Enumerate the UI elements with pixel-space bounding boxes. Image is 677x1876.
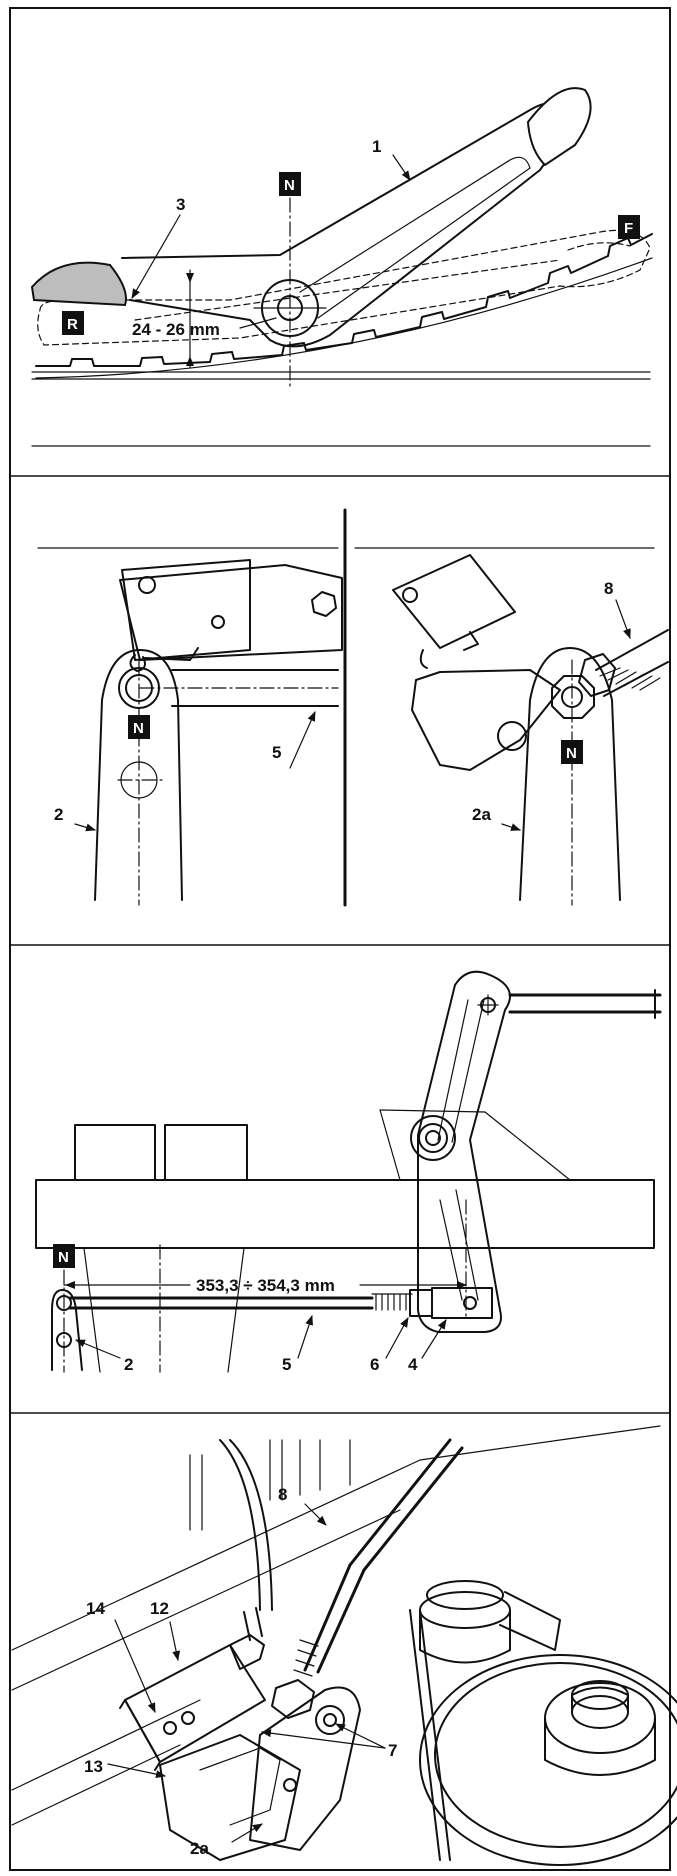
callout-2a: 2a bbox=[472, 805, 491, 824]
marker-n: N bbox=[58, 1249, 69, 1266]
callout-8: 8 bbox=[278, 1485, 287, 1504]
marker-f: F bbox=[624, 220, 633, 237]
callout-2a: 2a bbox=[190, 1839, 209, 1858]
callout-1: 1 bbox=[372, 137, 381, 156]
dimension-rod-length: 353,3 ÷ 354,3 mm bbox=[196, 1276, 335, 1295]
toothed-sector bbox=[35, 233, 653, 367]
callout-14: 14 bbox=[86, 1599, 105, 1618]
marker-n-left: N bbox=[133, 720, 144, 737]
panel-3-rod-diagram bbox=[35, 970, 662, 1373]
lever-2 bbox=[94, 649, 183, 901]
marker-box-n-left bbox=[128, 715, 150, 739]
panel-4-perspective-diagram bbox=[11, 1425, 677, 1866]
callout-7: 7 bbox=[388, 1741, 397, 1760]
callout-5: 5 bbox=[282, 1355, 291, 1374]
pedal-tip bbox=[526, 87, 592, 167]
bracket-13 bbox=[159, 1734, 301, 1861]
dimension-24-26mm: 24 - 26 mm bbox=[132, 320, 220, 339]
marker-r: R bbox=[67, 316, 78, 333]
callout-4: 4 bbox=[408, 1355, 418, 1374]
callout-12: 12 bbox=[150, 1599, 169, 1618]
callout-3: 3 bbox=[176, 195, 185, 214]
callout-6: 6 bbox=[370, 1355, 379, 1374]
marker-box-n bbox=[279, 172, 301, 196]
lever-2a bbox=[249, 1686, 361, 1851]
marker-box-n bbox=[53, 1244, 75, 1268]
panel-2-switch-diagram bbox=[37, 508, 669, 907]
lever-2a bbox=[519, 647, 621, 901]
callout-8: 8 bbox=[604, 579, 613, 598]
marker-n: N bbox=[284, 177, 295, 194]
marker-box-r bbox=[62, 311, 84, 335]
lever-4 bbox=[417, 970, 511, 1333]
panel-1-pedal-diagram bbox=[30, 87, 653, 447]
callout-13: 13 bbox=[84, 1757, 103, 1776]
sheet-frame bbox=[9, 7, 671, 1871]
callout-2: 2 bbox=[124, 1355, 133, 1374]
pedal-foot bbox=[30, 261, 127, 307]
marker-n-right: N bbox=[566, 745, 577, 762]
callout-2: 2 bbox=[54, 805, 63, 824]
pedal-arm bbox=[121, 101, 576, 348]
marker-box-f bbox=[618, 215, 640, 239]
marker-box-n-right bbox=[561, 740, 583, 764]
callout-5: 5 bbox=[272, 743, 281, 762]
